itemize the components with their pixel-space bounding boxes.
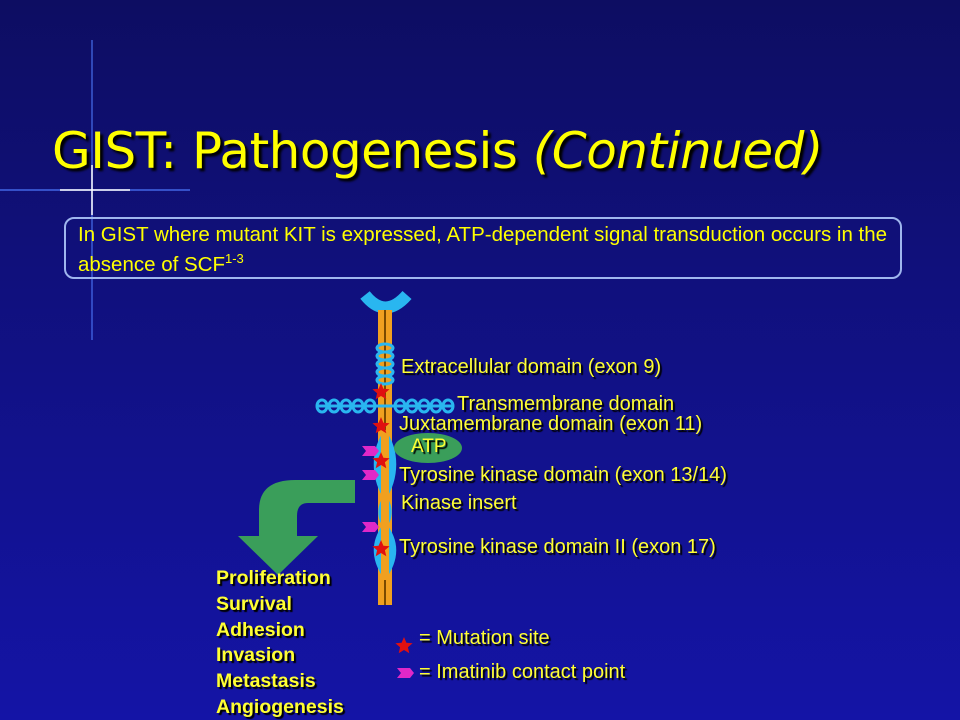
statement-body: In GIST where mutant KIT is expressed, A… [78,223,888,276]
receptor-binding-cup [360,290,412,314]
title-main: GIST: Pathogenesis [52,122,518,180]
reference-superscript: 1-3 [225,251,244,266]
label-extracellular: Extracellular domain (exon 9) [401,356,662,378]
legend-imatinib-contact [397,668,414,678]
signal-arrow [238,480,355,575]
receptor-core-intracellular [381,430,389,580]
outcome-item: Proliferation [216,567,331,589]
label-tk2: Tyrosine kinase domain II (exon 17) [399,536,716,558]
outcome-item: Invasion [216,644,296,667]
mutation-site-star [372,452,390,469]
mutation-site-star [372,417,390,434]
mutation-site-star [372,540,390,557]
label-atp: ATP [411,436,447,457]
cell-membrane [315,398,455,414]
imatinib-contact-point [362,470,379,480]
mutation-stars [372,383,413,654]
outcome-item: Angiogenesis [216,695,344,718]
label-kinase-insert: Kinase insert [401,492,517,514]
mutation-site-star [372,383,390,400]
outcome-list: Proliferation Survival Adhesion Invasion… [216,566,344,720]
label-juxtamembrane: Juxtamembrane domain (exon 11) [399,413,703,435]
atp-binding-ellipse [394,433,462,463]
statement-box [64,217,902,279]
extracellular-coil [375,342,395,386]
imatinib-contacts [362,446,414,678]
outcome-item: Survival [216,592,292,615]
lens-flare-decoration [0,40,190,340]
outcome-item: Metastasis [216,670,316,693]
legend-mutation-label: = Mutation site [419,627,550,649]
imatinib-contact-point [362,446,379,456]
statement-text: In GIST where mutant KIT is expressed, A… [78,223,898,277]
imatinib-contact-point [362,522,379,532]
title-continued: (Continued) [532,122,824,180]
slide-title: GIST: Pathogenesis (Continued) [52,122,823,180]
label-tk1: Tyrosine kinase domain (exon 13/14) [399,464,727,486]
legend-imatinib-label: = Imatinib contact point [419,661,626,683]
legend-mutation-star [395,637,413,654]
outcome-item: Adhesion [216,618,305,641]
label-transmembrane: Transmembrane domain [457,393,675,415]
